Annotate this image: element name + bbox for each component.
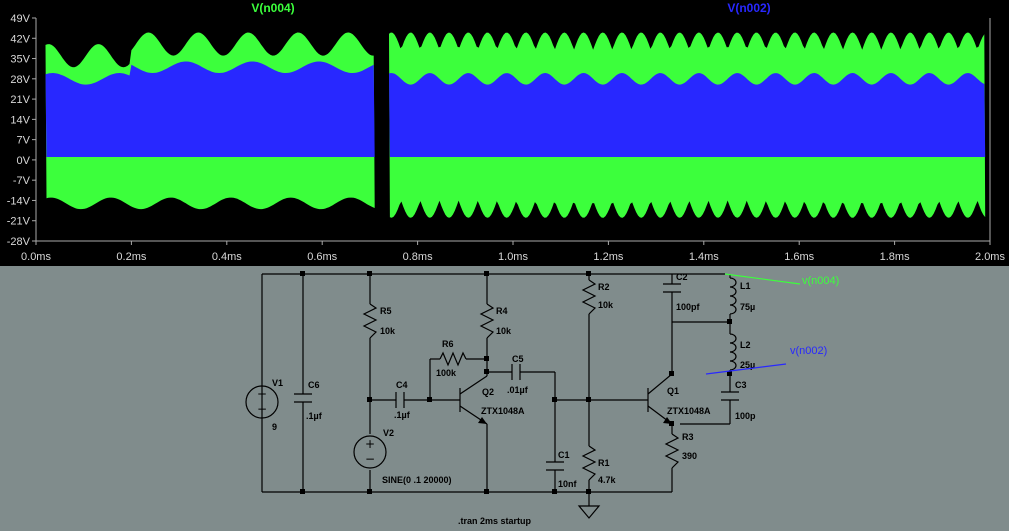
c3-label: C3 — [735, 380, 747, 390]
probe-n004-label[interactable]: v(n004) — [802, 275, 839, 287]
c5-value: .01µf — [507, 385, 529, 395]
y-tick-label: -14V — [7, 195, 31, 207]
x-tick-label: 1.0ms — [498, 251, 528, 263]
y-tick-label: 7V — [17, 135, 31, 147]
r2-label: R2 — [598, 282, 610, 292]
q2-value: ZTX1048A — [481, 406, 525, 416]
v2-value: SINE(0 .1 20000) — [382, 475, 452, 485]
x-tick-label: 1.4ms — [689, 251, 719, 263]
svg-text:+: + — [365, 437, 375, 451]
c4-value: .1µf — [394, 410, 411, 420]
probe-n002-label[interactable]: v(n002) — [790, 345, 827, 357]
y-tick-label: 35V — [10, 54, 30, 66]
probe-n002[interactable]: v(n002) — [705, 345, 827, 375]
q2-transistor[interactable]: Q2 ZTX1048A — [459, 375, 525, 425]
r3-value: 390 — [682, 451, 697, 461]
wires — [261, 273, 731, 506]
l1-value: 75µ — [740, 302, 755, 312]
c2-capacitor[interactable]: C2 100pf — [663, 272, 701, 312]
c2-label: C2 — [676, 272, 688, 282]
c2-value: 100pf — [676, 302, 701, 312]
r4-resistor[interactable]: R4 10k — [479, 303, 512, 339]
x-tick-label: 2.0ms — [975, 251, 1005, 263]
q1-value: ZTX1048A — [667, 406, 711, 416]
r2-resistor[interactable]: R2 10k — [581, 279, 614, 315]
l2-value: 25µ — [740, 360, 755, 370]
trace-label-n004[interactable]: V(n004) — [251, 1, 294, 15]
probe-n004[interactable]: v(n004) — [724, 273, 839, 287]
c1-label: C1 — [558, 450, 570, 460]
y-tick-label: -28V — [7, 236, 31, 248]
trace-label-n002[interactable]: V(n002) — [727, 1, 770, 15]
c4-capacitor[interactable]: C4 .1µf — [394, 380, 411, 420]
y-tick-label: 14V — [10, 114, 30, 126]
trace-area[interactable] — [45, 32, 986, 218]
r3-label: R3 — [682, 432, 694, 442]
c3-capacitor[interactable]: C3 100p — [721, 380, 756, 421]
c5-capacitor[interactable]: C5 .01µf — [507, 354, 529, 395]
c1-value: 10nf — [558, 479, 578, 489]
v2-label: V2 — [383, 428, 394, 438]
x-tick-label: 1.6ms — [784, 251, 814, 263]
l1-label: L1 — [740, 281, 751, 291]
spice-directive[interactable]: .tran 2ms startup — [458, 516, 532, 526]
svg-text:+: + — [257, 387, 267, 401]
r5-value: 10k — [380, 326, 396, 336]
x-tick-label: 0.4ms — [212, 251, 242, 263]
svg-text:−: − — [365, 452, 375, 466]
ground-icon — [577, 505, 601, 519]
r4-value: 10k — [496, 326, 512, 336]
y-tick-label: 42V — [10, 33, 30, 45]
y-tick-label: 0V — [17, 155, 31, 167]
x-tick-label: 0.0ms — [21, 251, 51, 263]
l2-label: L2 — [740, 340, 751, 350]
schematic-editor[interactable]: + − V1 9 C6 .1µf R5 10k + − V2 SINE(0 .1… — [0, 266, 1009, 531]
c5-label: C5 — [512, 354, 524, 364]
v2-sine-source[interactable]: + − V2 SINE(0 .1 20000) — [353, 428, 452, 485]
trace-n002-envelope[interactable] — [389, 73, 986, 157]
q2-label: Q2 — [482, 387, 494, 397]
waveform-plot[interactable]: 49V 42V 35V 28V 21V 14V 7V 0V -7V -14V -21V -28V 0.… — [0, 0, 1009, 266]
q1-transistor[interactable]: Q1 ZTX1048A — [647, 373, 711, 425]
r6-resistor[interactable]: R6 100k — [436, 339, 467, 378]
c3-value: 100p — [735, 411, 756, 421]
y-tick-label: 28V — [10, 74, 30, 86]
v1-label: V1 — [272, 378, 283, 388]
r4-label: R4 — [496, 306, 508, 316]
c6-capacitor[interactable]: C6 .1µf — [294, 380, 323, 421]
r6-label: R6 — [442, 339, 454, 349]
y-tick-label: -7V — [13, 175, 31, 187]
c6-label: C6 — [308, 380, 320, 390]
c4-label: C4 — [396, 380, 408, 390]
v1-value: 9 — [272, 422, 277, 432]
y-tick-label: 21V — [10, 94, 30, 106]
x-tick-label: 0.2ms — [116, 251, 146, 263]
c6-value: .1µf — [306, 411, 323, 421]
x-tick-label: 0.6ms — [307, 251, 337, 263]
r3-resistor[interactable]: R3 390 — [664, 432, 697, 469]
svg-text:−: − — [257, 402, 267, 416]
r1-resistor[interactable]: R1 4.7k — [581, 445, 617, 485]
r1-value: 4.7k — [598, 475, 617, 485]
x-tick-label: 0.8ms — [403, 251, 433, 263]
y-tick-label: -21V — [7, 216, 31, 228]
r2-value: 10k — [598, 300, 614, 310]
r5-resistor[interactable]: R5 10k — [362, 303, 396, 339]
r5-label: R5 — [380, 306, 392, 316]
schematic-background — [0, 266, 1009, 531]
r1-label: R1 — [598, 458, 610, 468]
y-tick-label: 49V — [10, 13, 30, 25]
q1-label: Q1 — [667, 386, 679, 396]
trace-n002-envelope[interactable] — [45, 61, 375, 158]
r6-value: 100k — [436, 368, 457, 378]
x-tick-label: 1.8ms — [880, 251, 910, 263]
l1-inductor[interactable]: L1 75µ — [729, 277, 755, 315]
v1-voltage-source[interactable]: + − V1 9 — [245, 378, 283, 432]
l2-inductor[interactable]: L2 25µ — [729, 333, 755, 371]
c1-capacitor[interactable]: C1 10nf — [546, 450, 578, 489]
x-tick-label: 1.2ms — [593, 251, 623, 263]
